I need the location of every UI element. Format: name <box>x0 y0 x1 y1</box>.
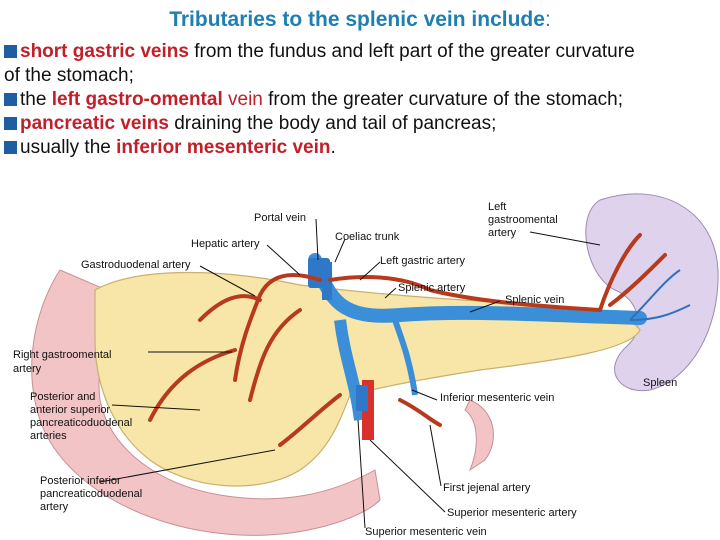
pancreas-diagram: Portal vein Hepatic artery Coeliac trunk… <box>13 193 719 538</box>
label-post-ant-4: arteries <box>30 430 67 442</box>
label-inferior-mesenteric-vein: Inferior mesenteric vein <box>440 392 554 404</box>
bullet-item: usually the inferior mesenteric vein. <box>4 136 654 160</box>
bullet-list: short gastric veins from the fundus and … <box>4 40 654 160</box>
bullet-text: . <box>330 137 336 158</box>
label-left-gastroomental-3: artery <box>488 227 517 239</box>
bullet-highlight: inferior mesenteric vein <box>116 137 331 158</box>
portal-vein-block <box>308 258 330 288</box>
label-spleen: Spleen <box>643 377 677 389</box>
leader-lines <box>99 218 601 529</box>
arteries <box>148 233 667 447</box>
label-gastroduodenal-artery: Gastroduodenal artery <box>81 259 191 271</box>
checkbox-bullet-icon <box>4 141 17 154</box>
inferior-mesenteric-vein <box>392 319 418 396</box>
checkbox-bullet-icon <box>4 93 17 106</box>
label-coeliac-trunk: Coeliac trunk <box>335 231 400 243</box>
label-post-inf-3: artery <box>40 501 69 513</box>
sm-vein-block <box>356 385 368 411</box>
label-right-gastroomental-1: Right gastroomental <box>13 349 111 361</box>
bullet-highlight: short gastric veins <box>20 41 189 62</box>
label-superior-mesenteric-artery: Superior mesenteric artery <box>447 507 577 519</box>
bullet-highlight: left gastro-omental <box>51 89 223 110</box>
label-splenic-artery: Splenic artery <box>398 282 466 294</box>
spleen-branches <box>629 269 691 321</box>
label-hepatic-artery: Hepatic artery <box>191 238 260 250</box>
spleen-shape <box>585 193 719 392</box>
bullet-text: draining the body and tail of pancreas; <box>168 113 497 134</box>
label-right-gastroomental-2: artery <box>13 363 42 375</box>
label-post-ant-3: pancreaticoduodenal <box>30 417 132 429</box>
label-first-jejunal-artery: First jejenal artery <box>443 482 531 494</box>
duodenum-shape <box>31 269 381 536</box>
bullet-item: pancreatic veins draining the body and t… <box>4 112 654 136</box>
label-left-gastroomental-2: gastroomental <box>488 214 558 226</box>
bullet-text: usually the <box>20 137 117 158</box>
bullet-highlight: pancreatic veins <box>20 113 169 134</box>
slide-title-colon: : <box>544 8 551 31</box>
label-left-gastric-artery: Left gastric artery <box>380 255 465 267</box>
bullet-item: short gastric veins from the fundus and … <box>4 40 654 88</box>
bullet-highlight: vein <box>222 89 263 110</box>
bullet-text: the <box>20 89 52 110</box>
label-superior-mesenteric-vein: Superior mesenteric vein <box>365 526 487 538</box>
checkbox-bullet-icon <box>4 45 17 58</box>
checkbox-bullet-icon <box>4 117 17 130</box>
duodenum-end <box>464 399 494 472</box>
label-left-gastroomental-1: Left <box>488 201 506 213</box>
label-portal-vein: Portal vein <box>254 212 306 224</box>
label-post-ant-2: anterior superior <box>30 404 110 416</box>
label-post-inf-2: pancreaticoduodenal <box>40 488 142 500</box>
slide-title-text: Tributaries to the splenic vein include <box>169 8 545 31</box>
bullet-item: the left gastro-omental vein from the gr… <box>4 88 654 112</box>
label-post-ant-1: Posterior and <box>30 391 95 403</box>
slide-title: Tributaries to the splenic vein include: <box>0 8 720 32</box>
bullet-text: from the greater curvature of the stomac… <box>262 89 623 110</box>
label-splenic-vein: Splenic vein <box>505 294 564 306</box>
bullet-text: from the fundus and left part of the gre… <box>4 41 635 86</box>
label-post-inf-1: Posterior inferior <box>40 475 121 487</box>
